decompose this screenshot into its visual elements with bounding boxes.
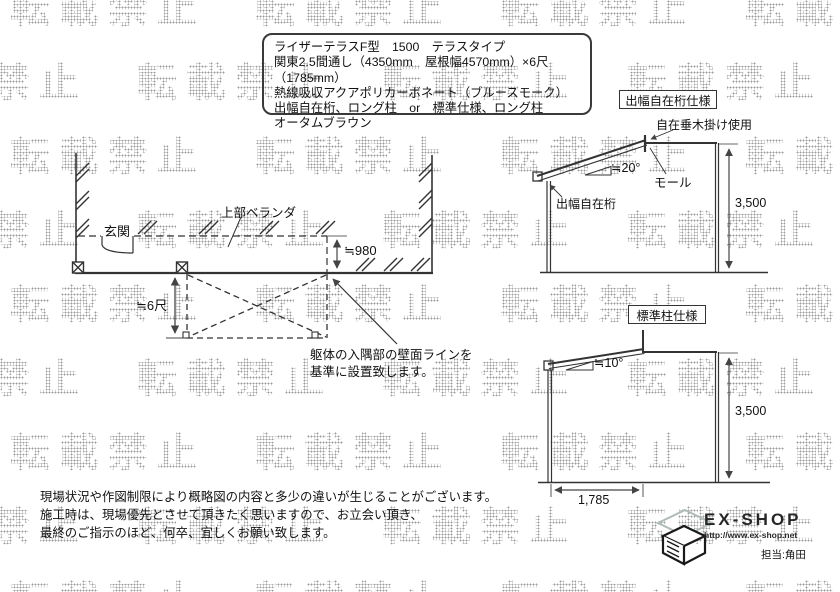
placement-note: 躯体の入隅部の壁面ラインを 基準に設置致します。 [310, 347, 473, 381]
veranda-dashed-outline [78, 235, 328, 272]
cantilever-title-box: 出幅自在桁仕様 [619, 90, 717, 109]
front-beam-end [532, 171, 543, 182]
logo-cube-icon [655, 508, 715, 566]
dimension-980-label: ≒980 [344, 243, 377, 258]
slope-triangle-icon [584, 165, 612, 176]
spec-line: オータムブラウン [274, 116, 372, 131]
rafter-hanger-label: 自在垂木掛け使用 [656, 118, 753, 132]
dimension-980 [327, 235, 347, 269]
plan-view [71, 153, 433, 345]
dimension-3500-top [719, 143, 738, 269]
brand-name: EX-SHOP [704, 510, 802, 529]
mall-label: モール [654, 176, 692, 190]
dimension-6shaku [166, 277, 185, 339]
dimension-3500-top-label: 3,500 [735, 196, 767, 210]
slope-20-label: ≒20° [611, 161, 641, 175]
dimension-1785-label: 1,785 [578, 493, 610, 507]
watermark-text: 転載禁止 転載禁止 転載禁止 転載禁止 [0, 346, 840, 404]
site-notice: 現場状況や作図制限により概略図の内容と多少の違いが生じることがございます。 施工… [40, 488, 497, 542]
watermark-text: 転載禁止 転載禁止 転載禁止 転載禁止 [10, 420, 840, 478]
watermark-text: 転載禁止 転載禁止 転載禁止 転載禁止 [10, 0, 840, 34]
placement-note-line2: 基準に設置致します。 [310, 365, 434, 379]
brand-url: http://www.ex-shop.net [704, 530, 798, 540]
spec-line: ライザーテラスF型 1500 テラスタイプ [274, 40, 506, 54]
hatch-marks-left-wall [75, 162, 90, 239]
placement-note-line1: 躯体の入隅部の壁面ラインを [310, 348, 473, 362]
dimension-6shaku-label: ≒6尺 [136, 298, 168, 313]
watermark-text: 転載禁止 転載禁止 転載禁止 転載禁止 [10, 568, 840, 592]
spec-line: 関東2.5間通し（4350mm 屋根幅4570mm）×6尺（1785mm） [274, 55, 549, 85]
veranda-label: 上部ベランダ [221, 206, 297, 220]
rafter-leader-line [650, 129, 674, 140]
side-view-cantilever [532, 129, 768, 274]
terrace-post-icon [182, 331, 319, 339]
entrance-label: 玄関 [104, 224, 131, 239]
front-beam-end [543, 360, 554, 371]
hatch-marks-right-wall [418, 162, 433, 238]
spec-line: 出幅自在桁、ロング柱 or 標準仕様、ロング柱 [274, 101, 544, 116]
mall-leader-line [649, 147, 667, 175]
post-box-icon [71, 261, 189, 274]
slope-triangle-icon [565, 360, 594, 371]
slope-10-label: ≒10° [594, 356, 624, 370]
front-beam-label: 出幅自在桁 [556, 197, 617, 211]
watermark-text: 転載禁止 転載禁止 転載禁止 転載禁止 [0, 198, 840, 256]
roof-line [547, 348, 645, 365]
site-notice-line: 最終のご指示のほど、何卒、宜しくお願い致します。 [40, 526, 336, 540]
site-notice-line: 現場状況や作図制限により概略図の内容と多少の違いが生じることがございます。 [40, 490, 497, 504]
dimension-1785 [550, 484, 644, 497]
site-notice-line: 施工時は、現場優先とさせて頂きたく思いますので、お立会い頂き、 [40, 508, 423, 522]
spec-line: 熱線吸収アクアポリカーボネート（ブルースモーク） [274, 85, 568, 100]
staff-label: 担当:角田 [761, 549, 806, 561]
veranda-leader-line [227, 216, 242, 248]
door-icon [101, 236, 134, 254]
side-view-standard [538, 330, 770, 497]
spec-box: ライザーテラスF型 1500 テラスタイプ 関東2.5間通し（4350mm 屋根… [262, 33, 592, 130]
dimension-3500-bottom-label: 3,500 [735, 404, 767, 418]
hatch-marks-bottom-wall [355, 257, 431, 272]
roof-line [536, 139, 647, 177]
standard-title-box: 標準柱仕様 [628, 305, 706, 324]
dimension-3500-bottom [719, 352, 738, 479]
terrace-footprint [186, 274, 328, 339]
hatch-marks-veranda-line [137, 220, 336, 235]
beam-leader-line [549, 184, 563, 198]
note-leader-line [332, 278, 398, 345]
